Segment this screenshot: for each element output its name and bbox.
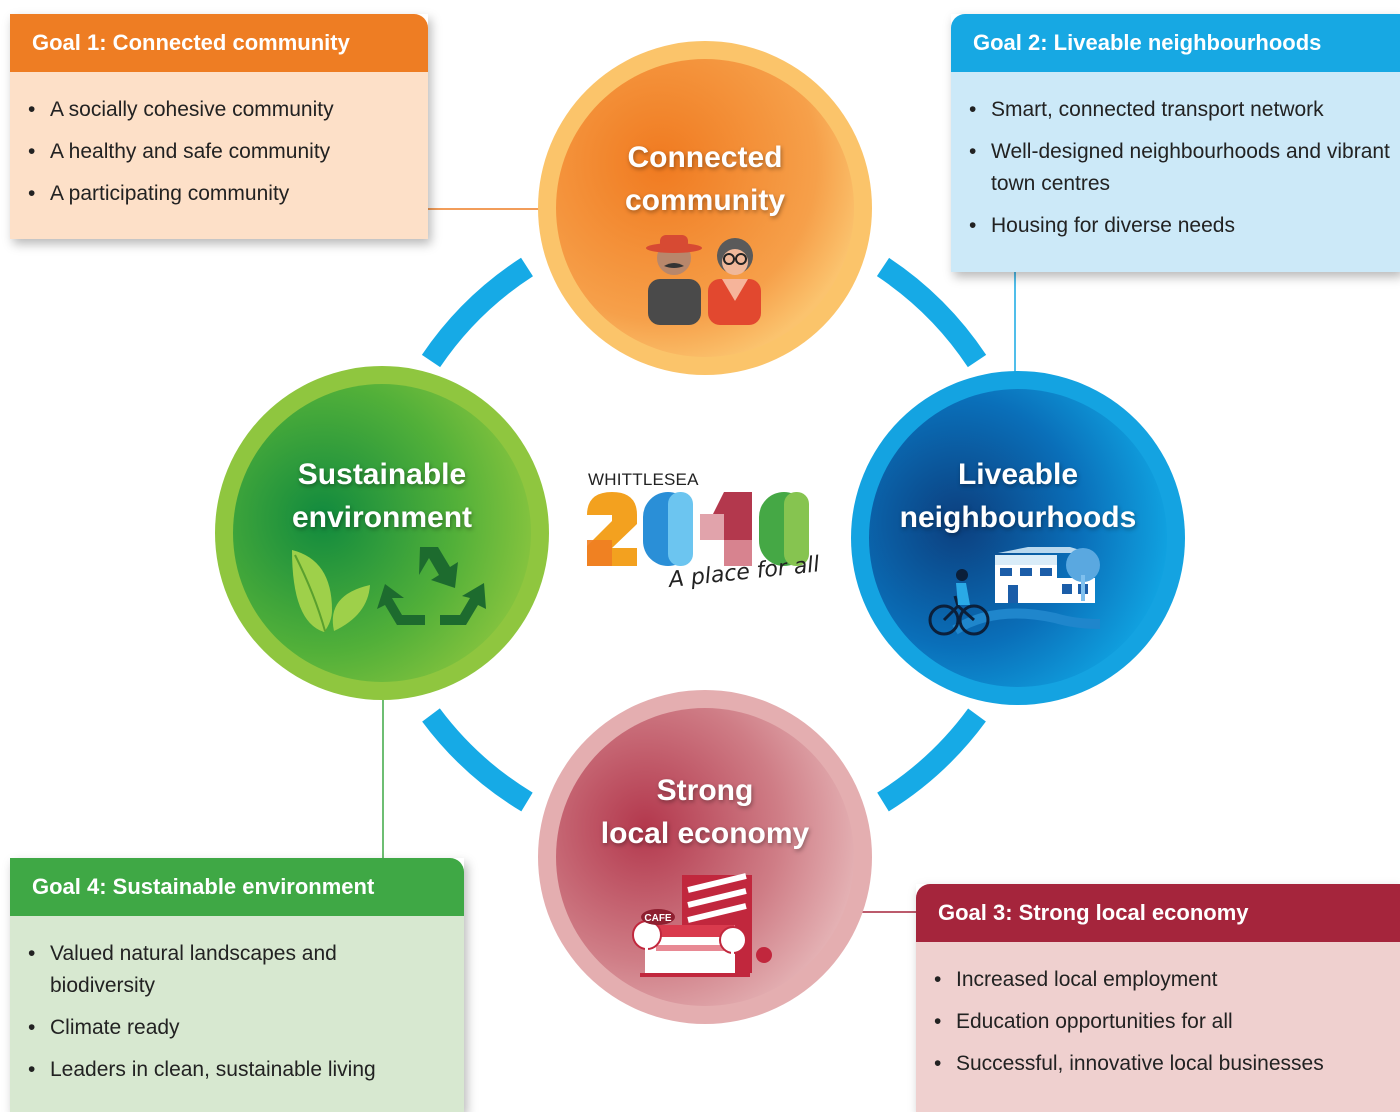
goal-item: A participating community — [28, 178, 410, 210]
goal-item: Well-designed neighbourhoods and vibrant… — [969, 136, 1390, 200]
cafe-building-icon: CAFE — [632, 873, 772, 977]
goal-item: Leaders in clean, sustainable living — [28, 1054, 404, 1086]
goal-item: Education opportunities for all — [934, 1006, 1382, 1038]
goal-body: Smart, connected transport network Well-… — [951, 72, 1400, 272]
circle-title-line2: local economy — [600, 817, 810, 850]
circle-strong-local-economy — [538, 690, 872, 1024]
people-icon — [646, 235, 761, 325]
circle-liveable-neighbourhoods — [851, 371, 1185, 705]
goal-box-4: Goal 4: Sustainable environment Valued n… — [10, 858, 464, 1112]
goal-body: A socially cohesive community A healthy … — [10, 72, 428, 239]
circle-title-line1: Connected — [627, 141, 783, 174]
arc-bottom-left — [422, 708, 533, 812]
arc-top-right — [876, 257, 987, 368]
goal-heading: Goal 4: Sustainable environment — [10, 858, 464, 916]
circle-title-line2: community — [624, 184, 786, 217]
circle-title-sustainable-environment: Sustainable environment — [232, 453, 532, 539]
ring-arcs — [421, 257, 987, 812]
circle-title-strong-local-economy: Strong local economy — [555, 769, 855, 855]
house-cyclist-icon — [928, 547, 1101, 636]
cafe-sign-text: CAFE — [644, 913, 672, 924]
goal-heading: Goal 3: Strong local economy — [916, 884, 1400, 942]
goal-heading: Goal 1: Connected community — [10, 14, 428, 72]
goal-heading: Goal 2: Liveable neighbourhoods — [951, 14, 1400, 72]
circle-title-liveable-neighbourhoods: Liveable neighbourhoods — [868, 453, 1168, 539]
goal-item: Increased local employment — [934, 964, 1382, 996]
goal-box-2: Goal 2: Liveable neighbourhoods Smart, c… — [951, 14, 1400, 272]
circle-title-line1: Sustainable — [297, 458, 467, 491]
goal-item: Smart, connected transport network — [969, 94, 1390, 126]
goal-item: Climate ready — [28, 1012, 404, 1044]
goal-box-1: Goal 1: Connected community A socially c… — [10, 14, 428, 239]
circle-title-connected-community: Connected community — [575, 136, 835, 222]
goal-item: A healthy and safe community — [28, 136, 410, 168]
circle-title-line1: Liveable — [957, 458, 1079, 491]
circle-title-line2: neighbourhoods — [899, 501, 1137, 534]
leaves-recycle-icon — [292, 547, 486, 632]
circle-title-line1: Strong — [656, 774, 754, 807]
goal-body: Increased local employment Education opp… — [916, 942, 1400, 1112]
circle-title-line2: environment — [291, 501, 473, 534]
goal-body: Valued natural landscapes and biodiversi… — [10, 916, 464, 1112]
arc-bottom-right — [877, 708, 986, 812]
goal-box-3: Goal 3: Strong local economy Increased l… — [916, 884, 1400, 1112]
goal-item: A socially cohesive community — [28, 94, 410, 126]
goal-item: Housing for diverse needs — [969, 210, 1390, 242]
arc-top-left — [421, 257, 534, 368]
goal-item: Valued natural landscapes and biodiversi… — [28, 938, 404, 1002]
logo-wordmark: WHITTLESEA — [588, 470, 699, 489]
logo-2040-mark — [587, 492, 809, 566]
circle-connected-community — [538, 41, 872, 375]
goal-item: Successful, innovative local businesses — [934, 1048, 1382, 1080]
